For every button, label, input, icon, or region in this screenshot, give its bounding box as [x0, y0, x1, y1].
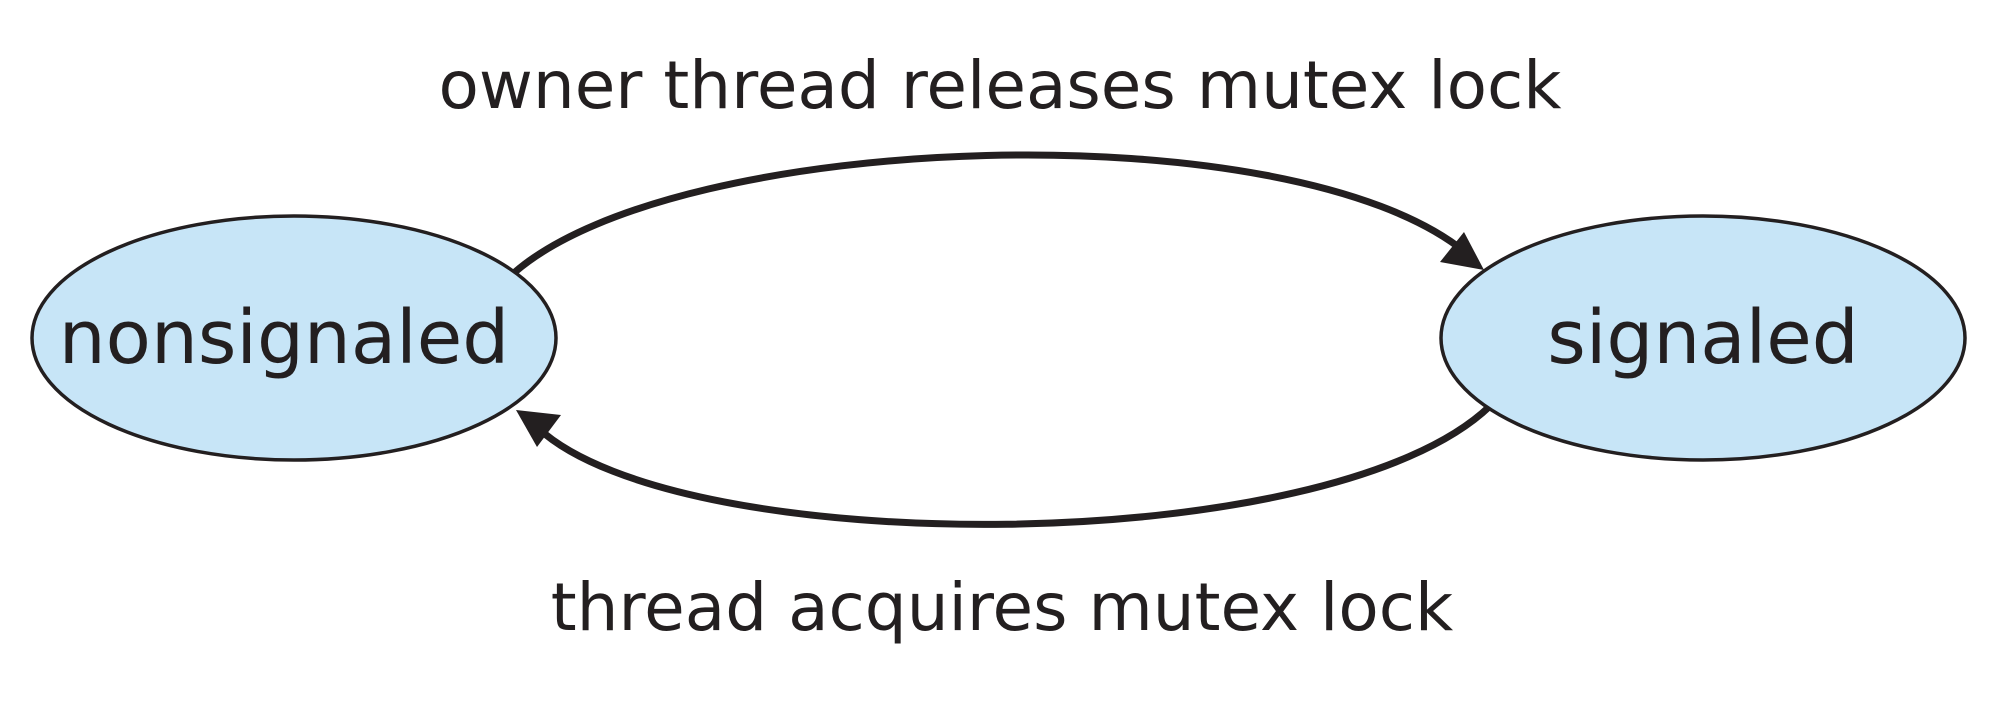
state-signaled-shape: [1439, 214, 1967, 462]
state-signaled-label: signaled: [1547, 295, 1858, 381]
acquire-transition-label: thread acquires mutex lock: [551, 569, 1454, 646]
acquire-transition-arc: [535, 403, 1493, 528]
state-nonsignaled: nonsignaled: [30, 214, 558, 462]
release-transition-label: owner thread releases mutex lock: [439, 47, 1563, 124]
release-arrowhead: [1440, 232, 1484, 270]
state-signaled: signaled: [1439, 214, 1967, 462]
state-nonsignaled-label: nonsignaled: [59, 295, 509, 381]
release-transition-arc: [512, 151, 1468, 275]
acquire-arrowhead: [516, 410, 561, 447]
state-nonsignaled-shape: [30, 214, 558, 462]
